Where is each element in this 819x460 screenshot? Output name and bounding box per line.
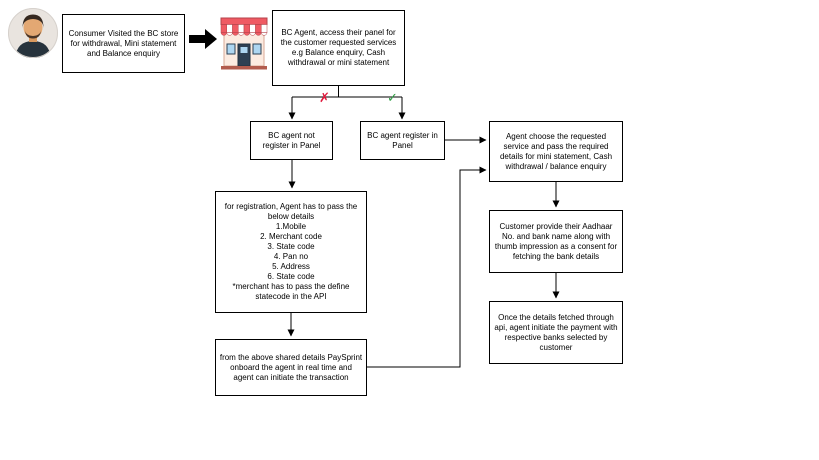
node-agent-panel: BC Agent, access their panel for the cus… [272,10,405,86]
check-icon: ✓ [387,90,398,105]
node-consumer-visit-label: Consumer Visited the BC store for withdr… [68,28,179,58]
node-onboarding-label: from the above shared details PaySprint … [219,352,363,382]
person-icon [8,8,58,58]
node-choose-service: Agent choose the requested service and p… [489,121,623,182]
node-registered-label: BC agent register in Panel [367,130,438,150]
node-initiate-payment-label: Once the details fetched through api, ag… [494,312,618,352]
node-initiate-payment: Once the details fetched through api, ag… [489,301,623,364]
node-not-registered-label: BC agent not register in Panel [262,130,321,150]
node-choose-service-label: Agent choose the requested service and p… [499,131,613,171]
node-registration-details-label: for registration, Agent has to pass the … [224,202,358,301]
node-agent-panel-label: BC Agent, access their panel for the cus… [280,28,397,67]
node-not-registered: BC agent not register in Panel [250,121,333,160]
node-registered: BC agent register in Panel [360,121,445,160]
bc-store-icon [219,13,269,70]
node-customer-details: Customer provide their Aadhaar No. and b… [489,210,623,273]
consumer-avatar [8,8,58,58]
right-arrow-icon [188,28,218,50]
node-customer-details-label: Customer provide their Aadhaar No. and b… [494,221,618,261]
node-registration-details: for registration, Agent has to pass the … [215,191,367,313]
node-onboarding: from the above shared details PaySprint … [215,339,367,396]
node-consumer-visit: Consumer Visited the BC store for withdr… [62,14,185,73]
cross-icon: ✗ [319,90,330,105]
